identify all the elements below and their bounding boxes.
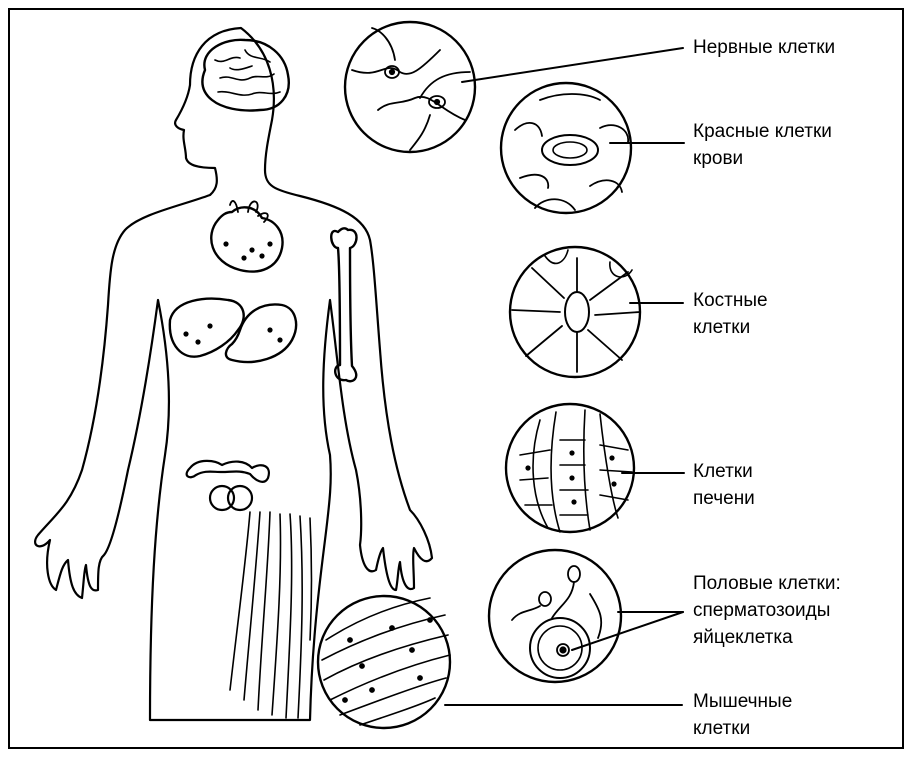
sex-cells-icon (489, 550, 621, 682)
liver-icon (170, 299, 296, 362)
muscle-cells-icon (318, 596, 450, 728)
label-red-blood-cells: Красные клетки крови (693, 118, 832, 172)
label-liver-line-1: Клетки (693, 458, 755, 485)
liver-cells-icon (506, 404, 634, 532)
muscle-fibers-icon (230, 512, 312, 718)
reproductive-organs-icon (187, 461, 269, 510)
brain-icon (202, 40, 288, 111)
label-muscle-cells: Мышечные клетки (693, 688, 792, 742)
nerve-cells-leader (462, 48, 683, 82)
label-sex-line-3: яйцеклетка (693, 624, 841, 651)
label-sex-line-1: Половые клетки: (693, 570, 841, 597)
label-sex-line-2: сперматозоиды (693, 597, 841, 624)
label-nerve-line-1: Нервные клетки (693, 34, 835, 61)
red-blood-cells-icon (501, 83, 631, 213)
bone-cells-icon (510, 247, 640, 377)
heart-icon (211, 201, 282, 272)
label-liver-cells: Клетки печени (693, 458, 755, 512)
label-muscle-line-2: клетки (693, 715, 792, 742)
label-bone-line-1: Костные (693, 287, 768, 314)
nerve-cells-icon (345, 22, 475, 152)
label-blood-line-1: Красные клетки (693, 118, 832, 145)
label-sex-cells: Половые клетки: сперматозоиды яйцеклетка (693, 570, 841, 651)
label-muscle-line-1: Мышечные (693, 688, 792, 715)
label-bone-line-2: клетки (693, 314, 768, 341)
egg-cell-leader (572, 612, 683, 650)
label-liver-line-2: печени (693, 485, 755, 512)
label-bone-cells: Костные клетки (693, 287, 768, 341)
bone-icon (331, 228, 356, 381)
label-nerve-cells: Нервные клетки (693, 34, 835, 61)
label-blood-line-2: крови (693, 145, 832, 172)
